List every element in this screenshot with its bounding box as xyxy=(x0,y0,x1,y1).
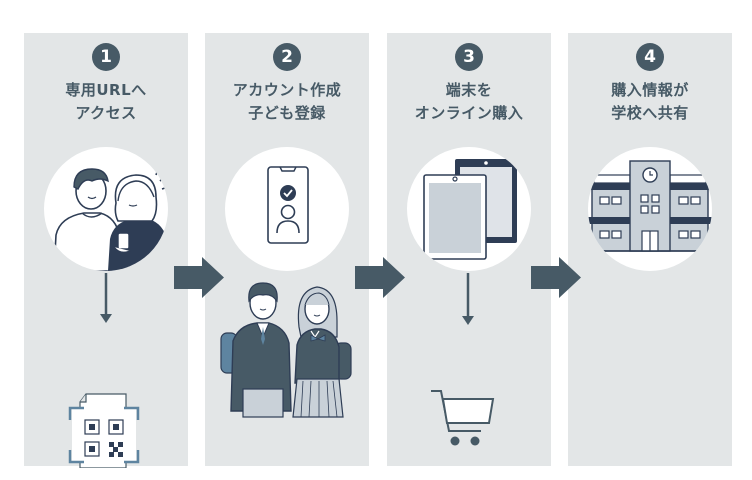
step-panel-1: 1 専用URLへ アクセス xyxy=(24,33,188,468)
arrow-right-icon xyxy=(355,257,405,298)
step-title-line2: オンライン購入 xyxy=(414,104,524,122)
arrow-right-icon xyxy=(531,257,581,298)
students-in-uniform-illustration xyxy=(220,282,352,418)
step-number-badge: 4 xyxy=(636,43,664,71)
shopping-cart-icon xyxy=(431,390,495,446)
step-title-line1: 端末を xyxy=(445,81,493,99)
couple-with-smartphone-illustration xyxy=(53,168,168,271)
step-title-line2: アクセス xyxy=(75,104,137,122)
step-title-line1: 専用URLへ xyxy=(65,81,147,99)
school-building-icon xyxy=(588,160,712,252)
illustration-circle xyxy=(407,147,531,271)
illustration-circle xyxy=(588,147,712,271)
step-title-line2: 学校へ共有 xyxy=(611,104,689,122)
step-panel-3: 3 端末を オンライン購入 xyxy=(387,33,551,466)
step-title: 専用URLへ アクセス xyxy=(24,79,188,125)
down-arrow-icon xyxy=(100,273,112,323)
step-title: 購入情報が 学校へ共有 xyxy=(568,79,732,125)
step-panel-4: 4 購入情報が 学校へ共有 xyxy=(568,33,732,466)
illustration-circle xyxy=(44,147,168,271)
step-number-badge: 3 xyxy=(455,43,483,71)
step-number-badge: 1 xyxy=(92,43,120,71)
tablets-icon xyxy=(423,159,517,260)
step-number-badge: 2 xyxy=(273,43,301,71)
step-title-line2: 子ども登録 xyxy=(248,104,326,122)
qr-code-document-icon xyxy=(68,393,140,468)
arrow-right-icon xyxy=(174,257,224,298)
step-title-line1: 購入情報が xyxy=(611,81,689,99)
smartphone-profile-check-icon xyxy=(267,166,309,244)
step-title-line1: アカウント作成 xyxy=(232,81,342,99)
down-arrow-icon xyxy=(462,273,474,325)
step-panel-2: 2 アカウント作成 子ども登録 xyxy=(205,33,369,466)
step-title: アカウント作成 子ども登録 xyxy=(205,79,369,125)
illustration-circle xyxy=(225,147,349,271)
step-title: 端末を オンライン購入 xyxy=(387,79,551,125)
